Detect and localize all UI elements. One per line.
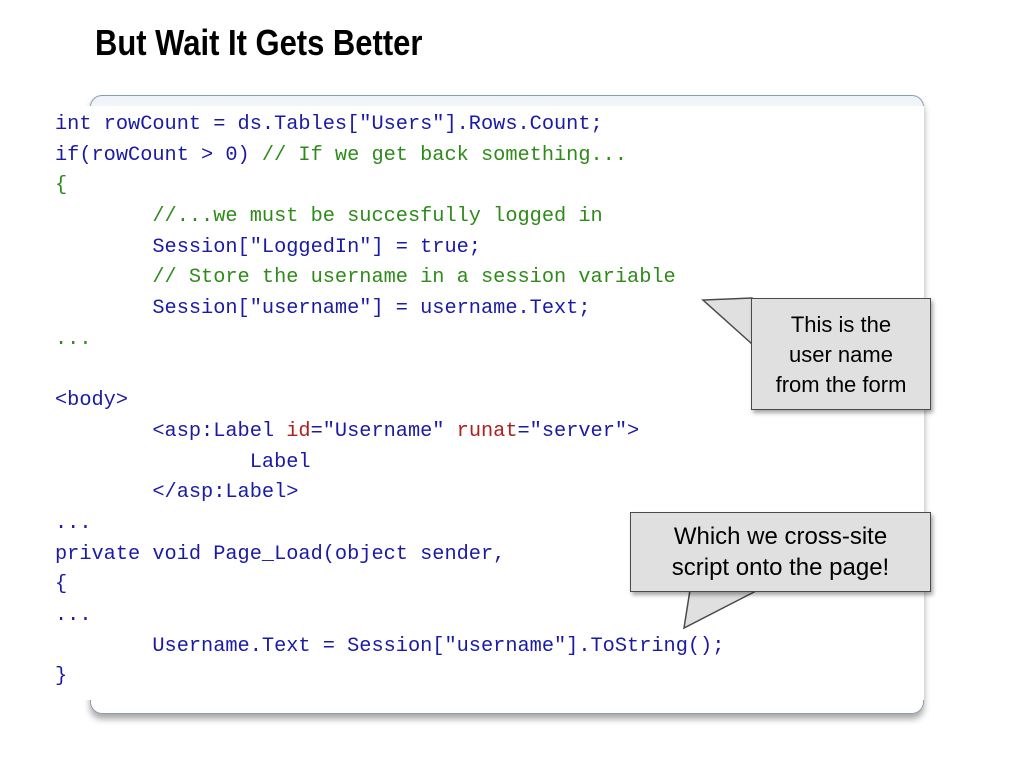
callout-username-line-1: This is the: [790, 312, 892, 337]
callout-xss-line-1: Which we cross-site: [673, 523, 888, 550]
code-token: //...we must be succesfully logged in: [55, 205, 603, 229]
code-line: ...: [55, 509, 724, 540]
code-line: //...we must be succesfully logged in: [55, 202, 724, 233]
code-line: int rowCount = ds.Tables["Users"].Rows.C…: [55, 110, 724, 141]
code-token: Session["username"] = username.Text;: [55, 297, 591, 321]
code-token: private void Page_Load(object sender,: [55, 542, 506, 566]
code-token: ...: [55, 604, 92, 627]
code-token: Label: [55, 450, 311, 474]
code-line: {: [55, 171, 724, 202]
callout-username-line-2: user name: [789, 342, 893, 367]
code-token: ="Username": [310, 419, 457, 443]
code-token: int rowCount = ds.Tables["Users"].Rows.C…: [55, 113, 603, 136]
callout-username-line-3: from the form: [775, 372, 907, 397]
code-token: if(rowCount > 0): [55, 143, 262, 167]
callout-xss-line-2: script onto the page!: [671, 554, 890, 581]
code-line: // Store the username in a session varia…: [55, 263, 724, 294]
code-token: }: [55, 665, 68, 689]
code-token: runat: [456, 419, 518, 443]
code-token: Session["LoggedIn"] = true;: [55, 235, 481, 259]
code-token: {: [55, 174, 68, 198]
code-token: // Store the username in a session varia…: [55, 266, 676, 290]
code-line: </asp:Label>: [55, 478, 724, 509]
code-line: Session["LoggedIn"] = true;: [55, 233, 724, 264]
code-token: Username.Text = Session["username"].ToSt…: [55, 634, 725, 658]
code-token: // If we get back something...: [261, 143, 628, 167]
code-line: Label: [55, 448, 724, 479]
code-line: ...: [55, 325, 724, 356]
code-token: id: [286, 419, 311, 443]
code-token: ="server">: [517, 419, 640, 443]
code-line: Username.Text = Session["username"].ToSt…: [55, 632, 724, 663]
code-token: ...: [55, 327, 92, 351]
code-token: ...: [55, 511, 92, 535]
callout-username: This is the user name from the form: [751, 298, 931, 410]
code-line: <asp:Label id="Username" runat="server">: [55, 417, 724, 448]
callout-tail-xss: [683, 589, 759, 630]
code-token: <asp:Label: [55, 419, 287, 443]
code-token: {: [55, 573, 68, 597]
code-token: </asp:Label>: [55, 481, 299, 505]
code-line: }: [55, 662, 724, 693]
code-token: <body>: [55, 389, 129, 413]
slide-title: But Wait It Gets Better: [95, 22, 423, 63]
code-line: if(rowCount > 0) // If we get back somet…: [55, 141, 724, 172]
code-line: <body>: [55, 386, 724, 417]
callout-xss: Which we cross-site script onto the page…: [630, 512, 931, 592]
code-line: Session["username"] = username.Text;: [55, 294, 724, 325]
code-line: {: [55, 570, 724, 601]
code-block: int rowCount = ds.Tables["Users"].Rows.C…: [55, 110, 724, 693]
code-line: ...: [55, 601, 724, 632]
code-line: private void Page_Load(object sender,: [55, 540, 724, 571]
code-line: [55, 356, 724, 387]
